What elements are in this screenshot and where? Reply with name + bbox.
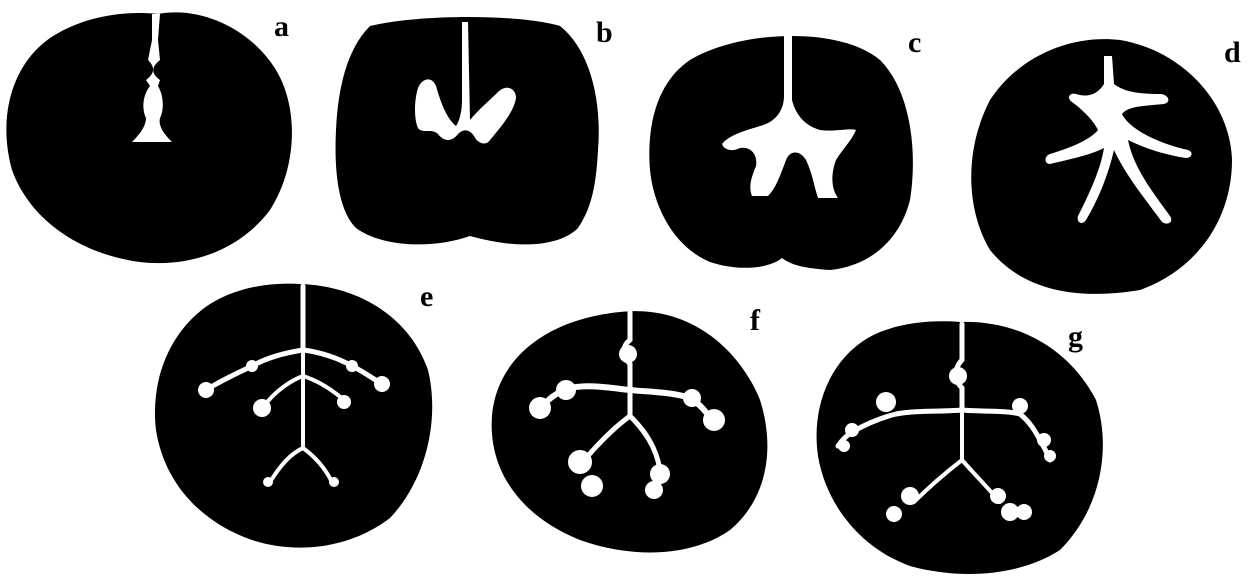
panel-c: c	[649, 26, 921, 270]
panel-label-e: e	[420, 280, 433, 313]
panel-b: b	[336, 16, 613, 244]
panel-label-f: f	[750, 304, 761, 337]
panel-label-b: b	[596, 16, 613, 49]
panel-label-d: d	[1224, 36, 1241, 69]
panel-a: a	[6, 10, 292, 263]
panel-f: f	[492, 304, 768, 552]
panel-d: d	[971, 36, 1241, 294]
panel-label-c: c	[908, 26, 921, 59]
panel-g: g	[817, 320, 1103, 574]
section-e-body	[155, 284, 432, 548]
panel-e: e	[155, 280, 433, 548]
panel-label-g: g	[1068, 320, 1083, 353]
panel-label-a: a	[274, 10, 289, 43]
